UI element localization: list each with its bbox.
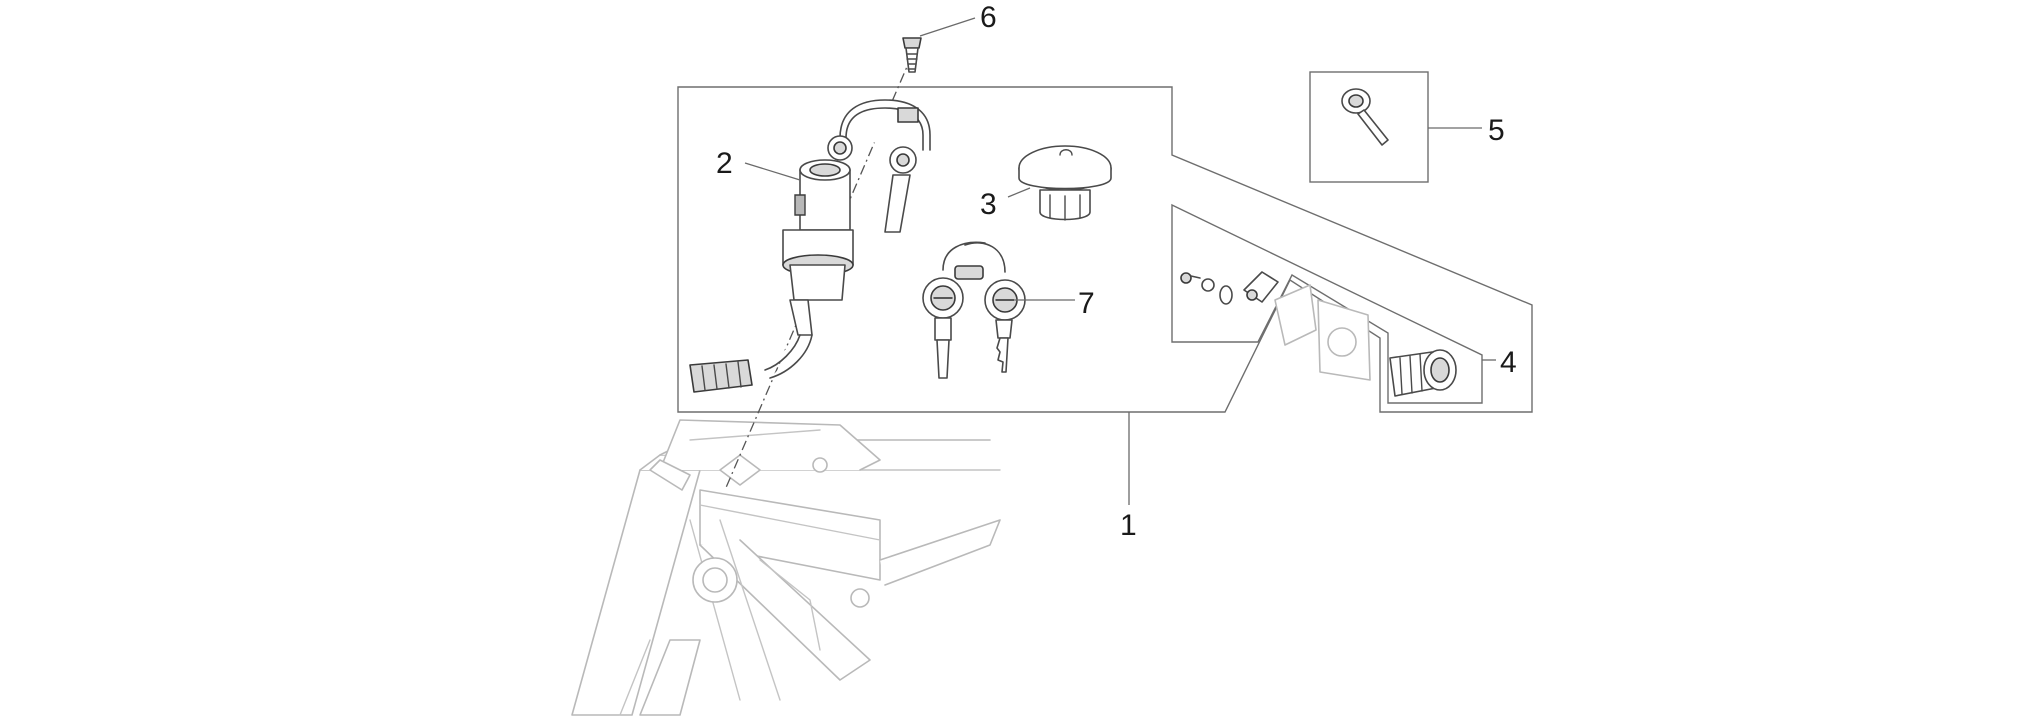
spare-key-part (1341, 88, 1389, 146)
lock-assembly-part (1180, 271, 1457, 397)
callout-4: 4 (1500, 346, 1517, 379)
fuel-cap-part (1018, 145, 1112, 221)
spare-key-box (1309, 71, 1429, 183)
leader-6 (919, 17, 976, 37)
callout-6: 6 (980, 1, 997, 34)
leader-3 (1007, 187, 1031, 198)
callout-2: 2 (716, 147, 733, 180)
motorcycle-frame-drawing (571, 419, 1001, 716)
callout-7: 7 (1078, 287, 1095, 320)
callout-5: 5 (1488, 114, 1505, 147)
callout-3: 3 (980, 188, 997, 221)
leader-2 (744, 162, 801, 181)
key-ring-loop (827, 99, 931, 233)
key-pair-part (922, 241, 1026, 379)
callout-1: 1 (1120, 509, 1137, 542)
screw-part (902, 37, 922, 73)
kit-box-outline (677, 86, 1533, 413)
ignition-switch-part (689, 159, 854, 393)
lock-subassembly-box (1171, 203, 1483, 404)
assembly-axis-line (724, 54, 913, 491)
